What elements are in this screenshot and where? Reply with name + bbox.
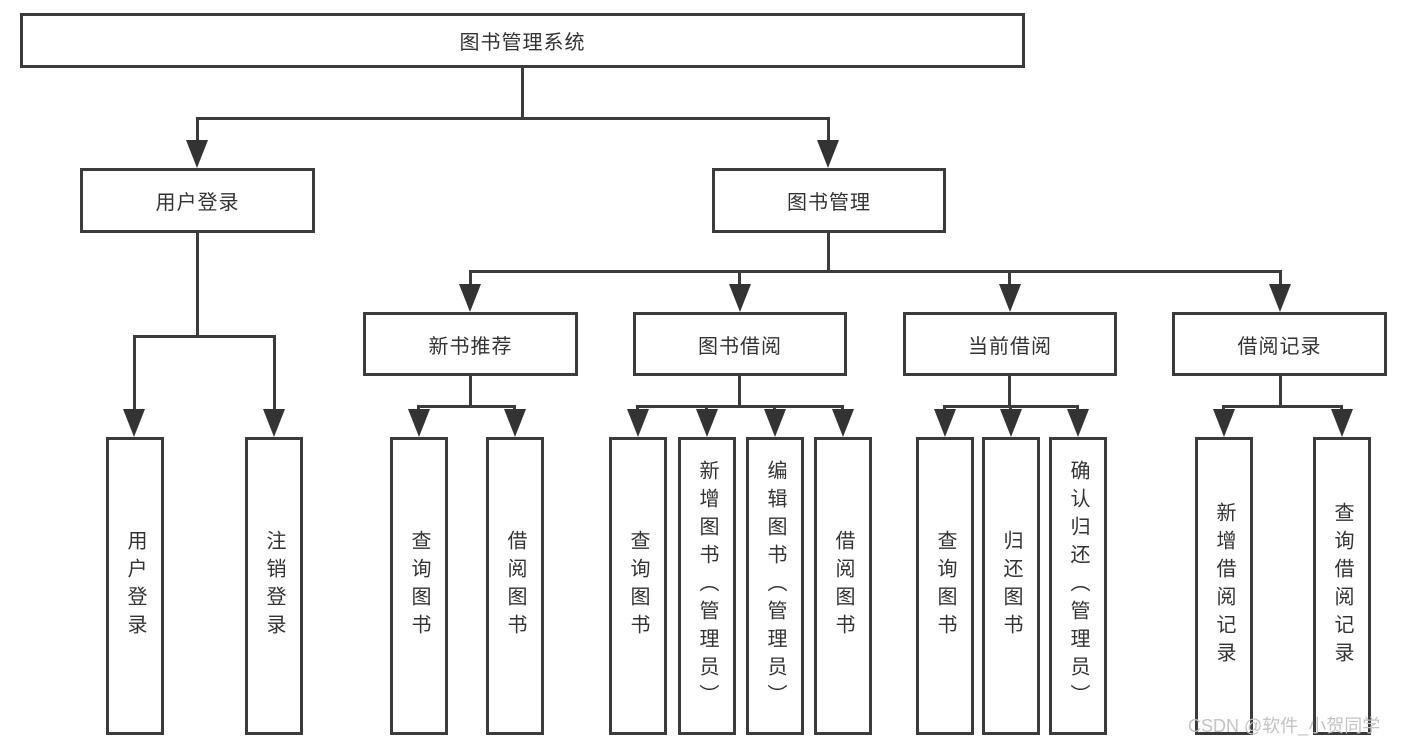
leaf-user-login-label: 用户登录 [124, 530, 146, 642]
node-new-book-recommend: 新书推荐 [363, 312, 578, 376]
node-book-borrow-label: 图书借阅 [698, 335, 782, 358]
leaf-br-query-record: 查询借阅记录 [1313, 437, 1371, 735]
leaf-bb-borrow-book: 借阅图书 [814, 437, 872, 735]
arrowhead-cb-confirm [1067, 409, 1089, 437]
connector-new-book-branch [417, 405, 516, 408]
arrowhead-leaf-logout [263, 409, 285, 437]
connector-level3-branch [469, 270, 1282, 273]
connector-drop-leaf-user-login [133, 335, 136, 411]
arrowhead-bb-query [627, 409, 649, 437]
connector-root-stub [521, 68, 524, 120]
connector-drop-borrow-record [1279, 270, 1282, 288]
node-current-borrow: 当前借阅 [903, 312, 1117, 376]
connector-user-login-stub [196, 233, 199, 336]
leaf-bb-edit-book-admin: 编辑图书（管理员） [746, 437, 804, 735]
arrowhead-book-management [817, 140, 839, 168]
leaf-user-login: 用户登录 [106, 437, 164, 735]
leaf-br-query-record-label: 查询借阅记录 [1331, 502, 1353, 670]
arrowhead-cb-return [1000, 409, 1022, 437]
leaf-bb-add-book-admin-label: 新增图书（管理员） [696, 460, 718, 712]
leaf-nb-query-book: 查询图书 [390, 437, 448, 735]
connector-user-login-branch [133, 335, 276, 338]
arrowhead-nb-query [408, 409, 430, 437]
connector-book-borrow-stub [738, 376, 741, 407]
leaf-cb-query-book-label: 查询图书 [934, 530, 956, 642]
node-borrow-record: 借阅记录 [1172, 312, 1387, 376]
leaf-nb-query-book-label: 查询图书 [408, 530, 430, 642]
leaf-nb-borrow-book: 借阅图书 [486, 437, 544, 735]
connector-drop-bb-query [636, 405, 639, 412]
leaf-cb-confirm-return-admin: 确认归还（管理员） [1049, 437, 1107, 735]
arrowhead-br-query [1331, 409, 1353, 437]
node-root: 图书管理系统 [20, 13, 1025, 68]
connector-drop-book-borrow [738, 270, 741, 288]
leaf-nb-borrow-book-label: 借阅图书 [504, 530, 526, 642]
leaf-bb-query-book: 查询图书 [609, 437, 667, 735]
leaf-bb-add-book-admin: 新增图书（管理员） [678, 437, 736, 735]
leaf-cb-query-book: 查询图书 [916, 437, 974, 735]
connector-drop-current-borrow [1008, 270, 1011, 288]
node-current-borrow-label: 当前借阅 [968, 335, 1052, 358]
node-book-borrow: 图书借阅 [633, 312, 847, 376]
node-user-login: 用户登录 [80, 168, 315, 233]
arrowhead-user-login [186, 140, 208, 168]
connector-drop-nb-borrow [513, 405, 516, 412]
leaf-logout-login: 注销登录 [245, 437, 303, 735]
leaf-logout-login-label: 注销登录 [263, 530, 285, 642]
leaf-cb-confirm-return-admin-label: 确认归还（管理员） [1067, 460, 1089, 712]
arrowhead-nb-borrow [504, 409, 526, 437]
arrowhead-bb-add [696, 409, 718, 437]
connector-borrow-record-stub [1279, 376, 1282, 407]
connector-drop-bb-borrow [841, 405, 844, 412]
connector-book-management-stub [827, 233, 830, 272]
leaf-bb-borrow-book-label: 借阅图书 [832, 530, 854, 642]
node-user-login-label: 用户登录 [155, 192, 240, 214]
arrowhead-bb-borrow [832, 409, 854, 437]
arrowhead-borrow-record [1269, 284, 1291, 312]
connector-drop-cb-return [1009, 405, 1012, 412]
node-new-book-recommend-label: 新书推荐 [428, 335, 513, 358]
connector-drop-bb-add [705, 405, 708, 412]
leaf-bb-query-book-label: 查询图书 [627, 530, 649, 642]
arrowhead-current-borrow [999, 284, 1021, 312]
arrowhead-bb-edit [764, 409, 786, 437]
arrowhead-new-book [459, 284, 481, 312]
connector-drop-br-add [1222, 405, 1225, 412]
node-book-management: 图书管理 [712, 168, 946, 233]
leaf-br-add-record-label: 新增借阅记录 [1213, 502, 1235, 670]
connector-current-borrow-stub [1008, 376, 1011, 407]
connector-drop-nb-query [417, 405, 420, 412]
node-root-label: 图书管理系统 [459, 32, 586, 54]
leaf-br-add-record: 新增借阅记录 [1195, 437, 1253, 735]
arrowhead-cb-query [934, 409, 956, 437]
csdn-watermark: CSDN @软件_小贺同学 [1188, 716, 1381, 736]
connector-drop-leaf-logout [273, 335, 276, 411]
leaf-bb-edit-book-admin-label: 编辑图书（管理员） [764, 460, 786, 712]
arrowhead-book-borrow [729, 284, 751, 312]
connector-borrow-record-branch [1222, 405, 1343, 408]
connector-drop-user-login [196, 117, 199, 145]
arrowhead-br-add [1213, 409, 1235, 437]
connector-drop-cb-query [943, 405, 946, 412]
connector-drop-cb-confirm [1076, 405, 1079, 412]
connector-drop-new-book [469, 270, 472, 288]
connector-level2-branch [196, 117, 830, 120]
leaf-cb-return-book-label: 归还图书 [1000, 530, 1022, 642]
connector-drop-book-management [827, 117, 830, 145]
node-book-management-label: 图书管理 [787, 192, 871, 214]
connector-book-borrow-branch [636, 405, 844, 408]
leaf-cb-return-book: 归还图书 [982, 437, 1040, 735]
connector-drop-bb-edit [773, 405, 776, 412]
arrowhead-leaf-user-login [123, 409, 145, 437]
connector-drop-br-query [1340, 405, 1343, 412]
node-borrow-record-label: 借阅记录 [1237, 335, 1322, 358]
connector-new-book-stub [469, 376, 472, 407]
